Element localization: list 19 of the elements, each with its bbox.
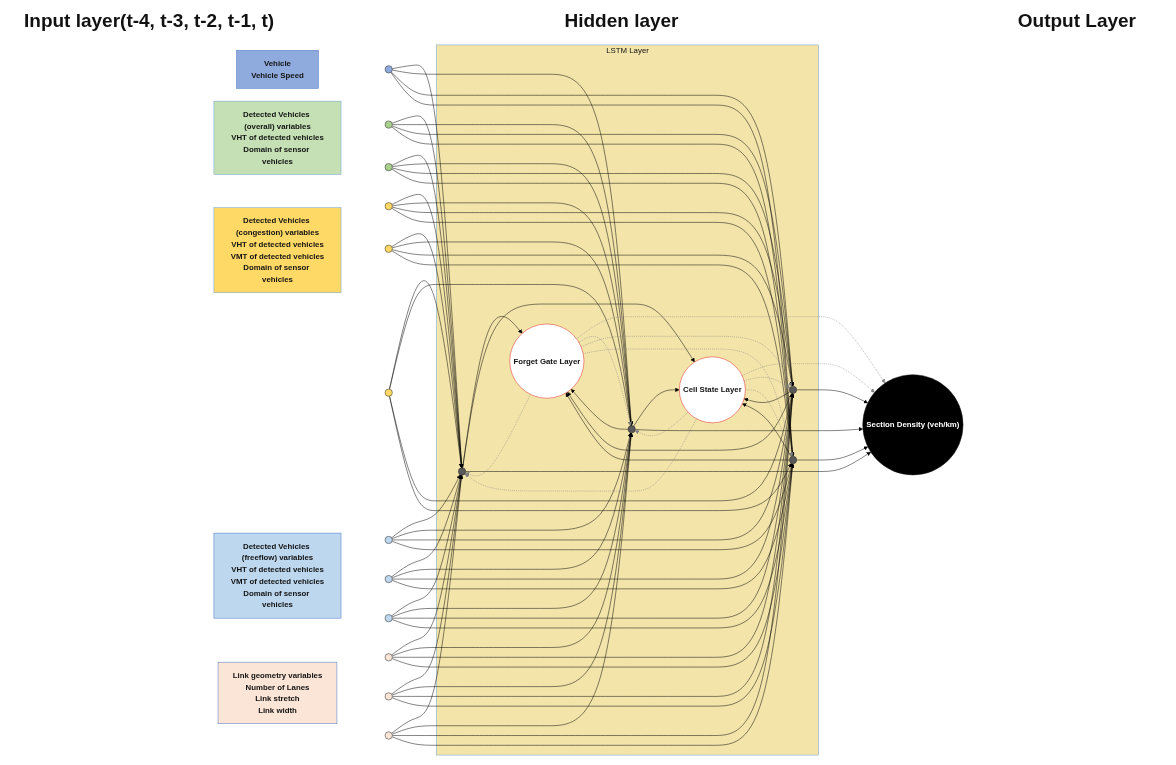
node-circle <box>384 120 393 129</box>
node-circle <box>384 244 393 253</box>
node-circle <box>384 202 393 211</box>
layer-heading: Output Layer <box>1017 10 1136 32</box>
node-circle <box>384 65 393 74</box>
node-circle <box>627 425 636 434</box>
node-circle <box>384 536 393 544</box>
node-circle <box>384 614 393 623</box>
node-circle <box>384 731 393 740</box>
layer-heading: Hidden layer <box>564 10 679 32</box>
node-circle <box>788 385 797 394</box>
node-circle <box>384 692 393 701</box>
layer-heading: Input layer(t-4, t-3, t-2, t-1, t) <box>24 10 275 32</box>
node-circle <box>384 653 393 662</box>
node-circle <box>788 456 797 464</box>
node-circle <box>384 163 393 172</box>
node-circle <box>384 575 393 583</box>
node-circle <box>457 467 466 476</box>
node-circle <box>384 388 393 397</box>
